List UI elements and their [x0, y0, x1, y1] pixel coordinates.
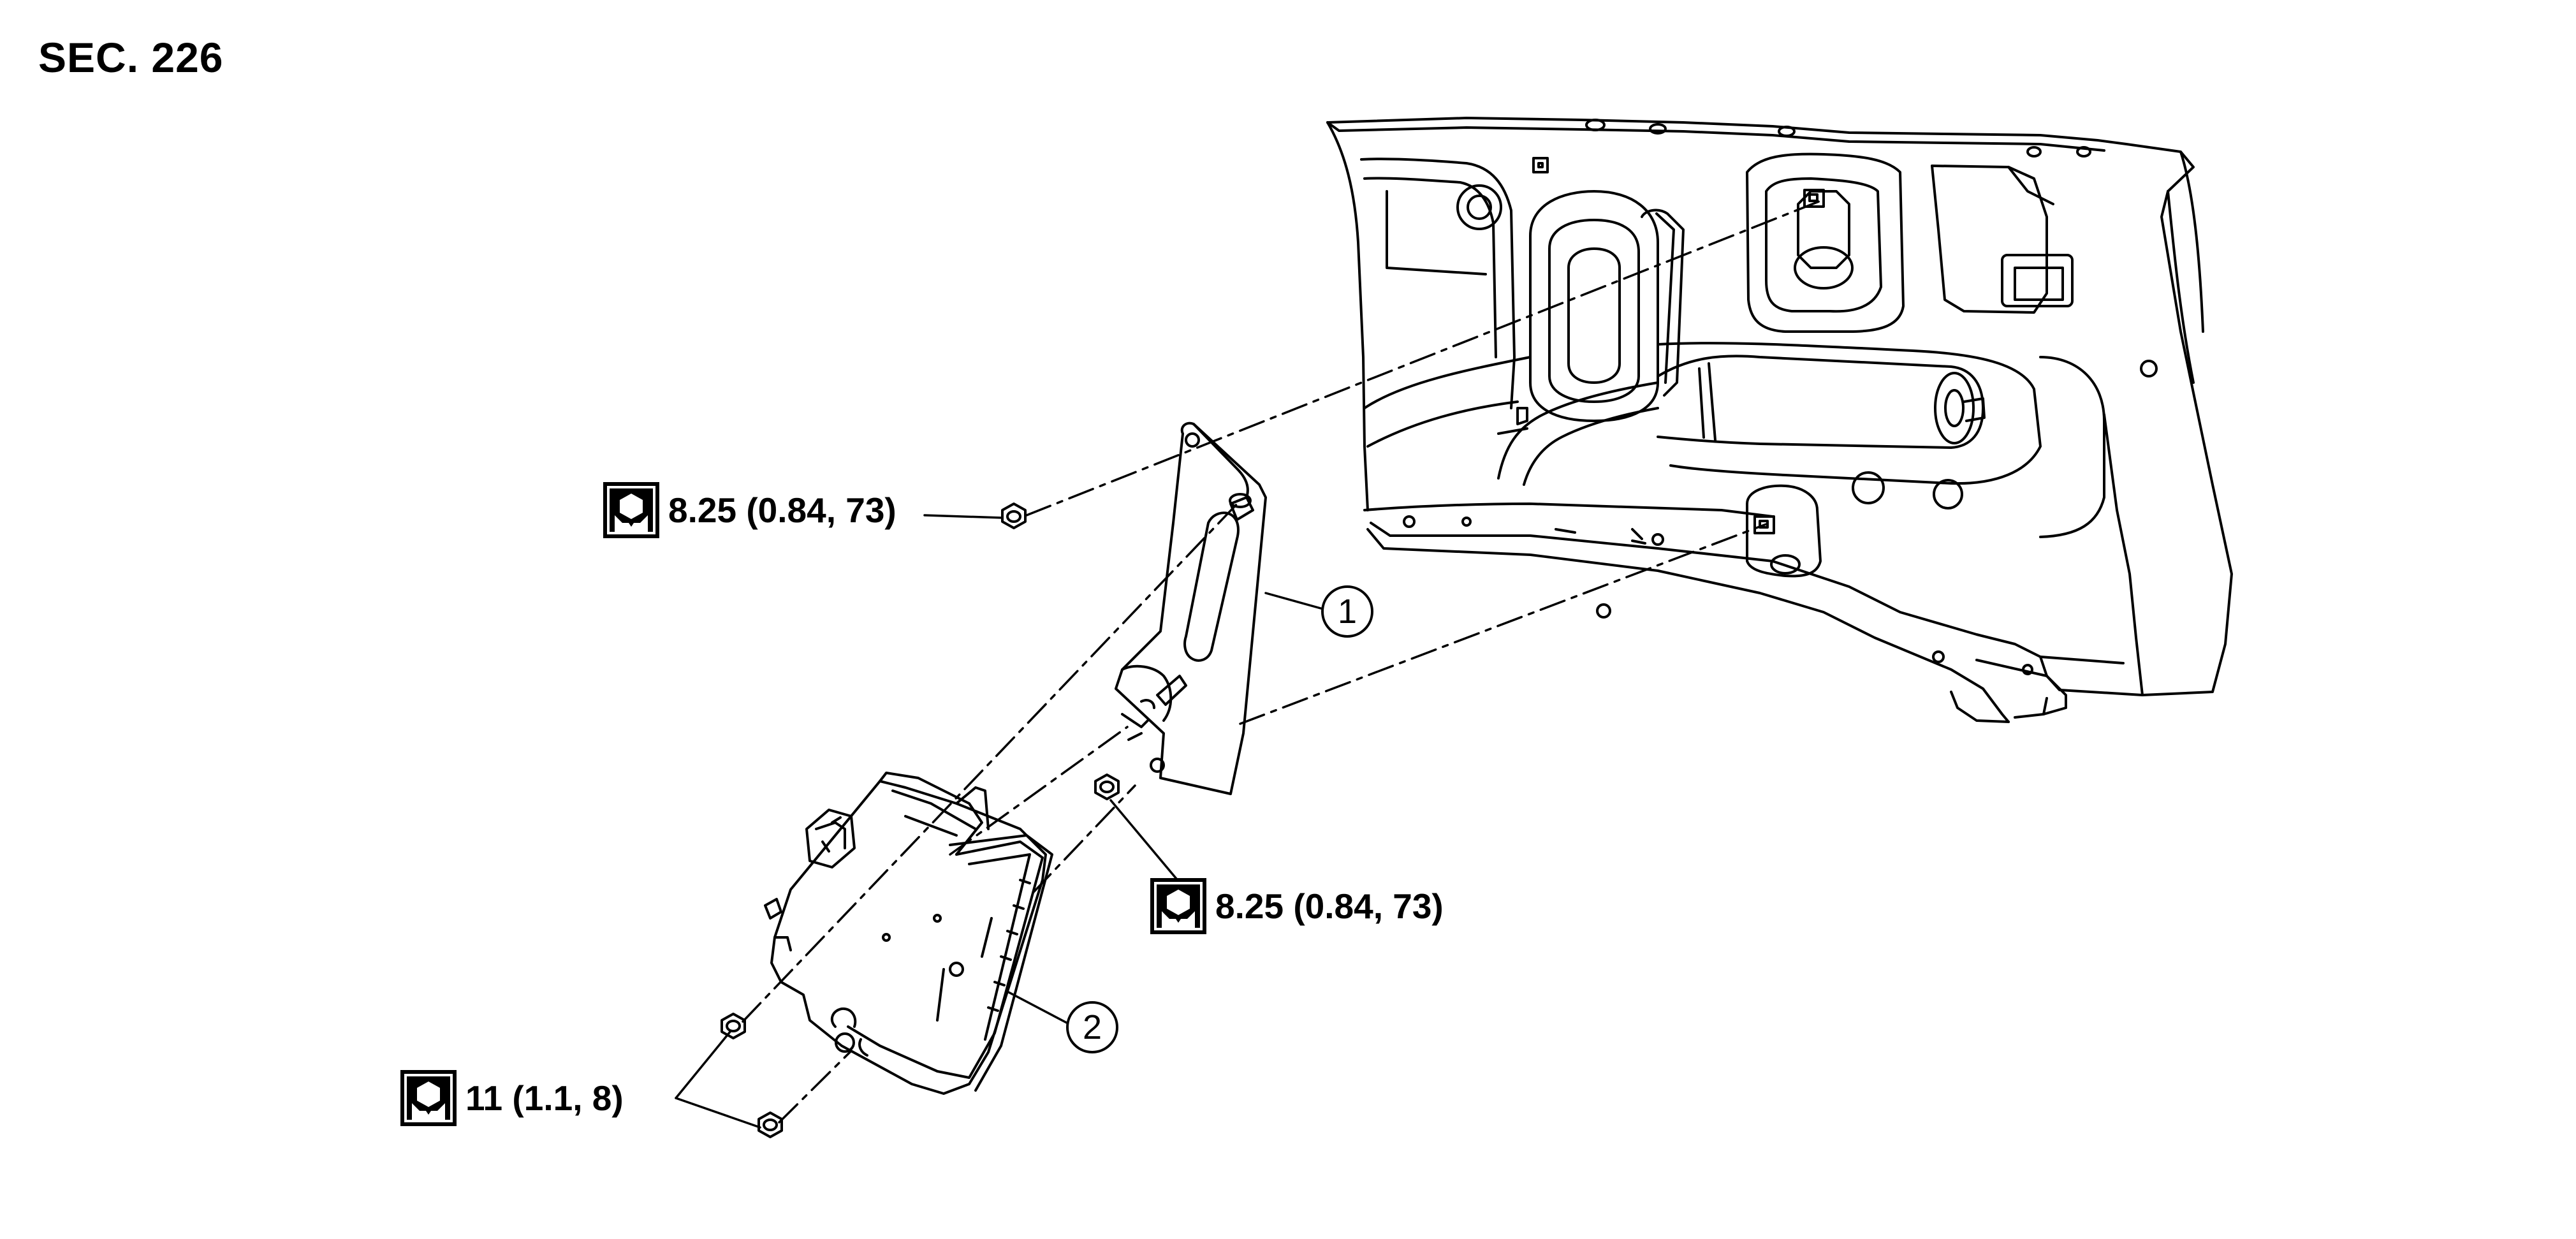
torque-wrench-icon: [603, 482, 659, 538]
lower-bracket-bolt: [1094, 773, 1120, 800]
torque-spec-upper: 8.25 (0.84, 73): [603, 482, 896, 538]
torque-value-nuts: 11 (1.1, 8): [465, 1078, 624, 1118]
vehicle-body-panel: [1326, 117, 2233, 723]
torque-spec-nuts: 11 (1.1, 8): [400, 1070, 624, 1126]
torque-wrench-icon: [400, 1070, 457, 1126]
torque-spec-lower: 8.25 (0.84, 73): [1150, 878, 1444, 934]
callout-1-number: 1: [1337, 592, 1358, 631]
assembly-lines: [742, 200, 1822, 1124]
callout-1: 1: [1321, 585, 1373, 638]
callout-2: 2: [1066, 1001, 1118, 1053]
torque-wrench-icon: [1150, 878, 1206, 934]
section-label: SEC. 226: [38, 34, 224, 81]
upper-bracket-bolt: [1001, 502, 1027, 529]
torque-value-lower: 8.25 (0.84, 73): [1215, 886, 1444, 926]
torque-value-upper: 8.25 (0.84, 73): [668, 490, 896, 530]
callout-2-number: 2: [1082, 1008, 1102, 1046]
bracket: [1115, 422, 1267, 795]
control-unit: [764, 772, 1053, 1095]
unit-nut-upper: [721, 1013, 746, 1039]
leader-lines: [675, 514, 1324, 1129]
unit-nut-lower: [757, 1111, 783, 1138]
